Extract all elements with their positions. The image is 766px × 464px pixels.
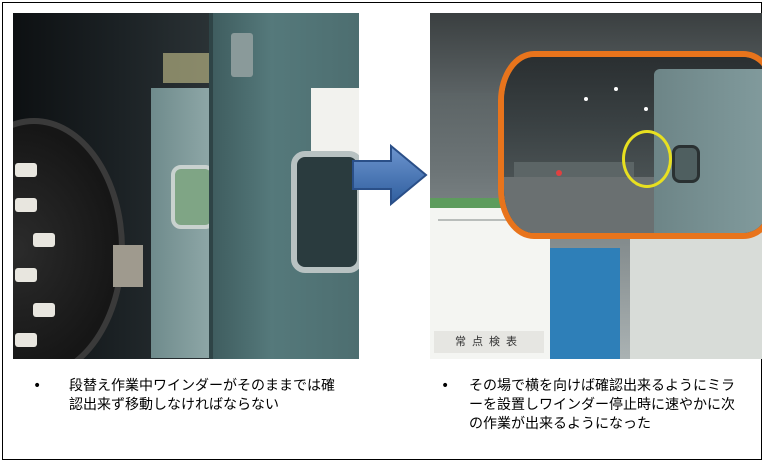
reflected-window	[672, 145, 700, 183]
control-box	[113, 245, 143, 287]
ceiling-light	[644, 107, 648, 111]
bobbin	[15, 198, 37, 212]
notice-paper	[311, 88, 359, 158]
red-lamp	[556, 170, 562, 176]
reflected-floor	[504, 177, 664, 233]
bobbin	[15, 268, 37, 282]
board-line	[438, 219, 542, 221]
door-window	[291, 151, 359, 273]
bobbin	[15, 163, 37, 177]
board-label: 常点検表	[434, 331, 544, 353]
photo-after: 常点検表	[430, 13, 762, 359]
slide-frame: 常点検表 • 段替え作業中ワインダーがそのままでは確認出来ず移動しなければならな…	[2, 2, 762, 460]
blue-panel	[550, 248, 620, 359]
caption-after: その場で横を向けば確認出来るようにミラーを設置しワインダー停止時に速やかに次の作…	[469, 378, 735, 432]
bobbin	[15, 333, 37, 347]
bullet-icon: •	[33, 378, 42, 394]
ceiling-light	[584, 97, 588, 101]
right-arrow-icon	[352, 143, 428, 207]
bobbin	[33, 233, 55, 247]
caption-before: 段替え作業中ワインダーがそのままでは確認出来ず移動しなければならない	[69, 378, 335, 413]
highlight-circle	[622, 130, 672, 188]
photo-before	[13, 13, 359, 359]
door-hinge	[231, 33, 253, 77]
bobbin	[33, 303, 55, 317]
bullet-icon: •	[441, 378, 450, 394]
ceiling-light	[614, 87, 618, 91]
